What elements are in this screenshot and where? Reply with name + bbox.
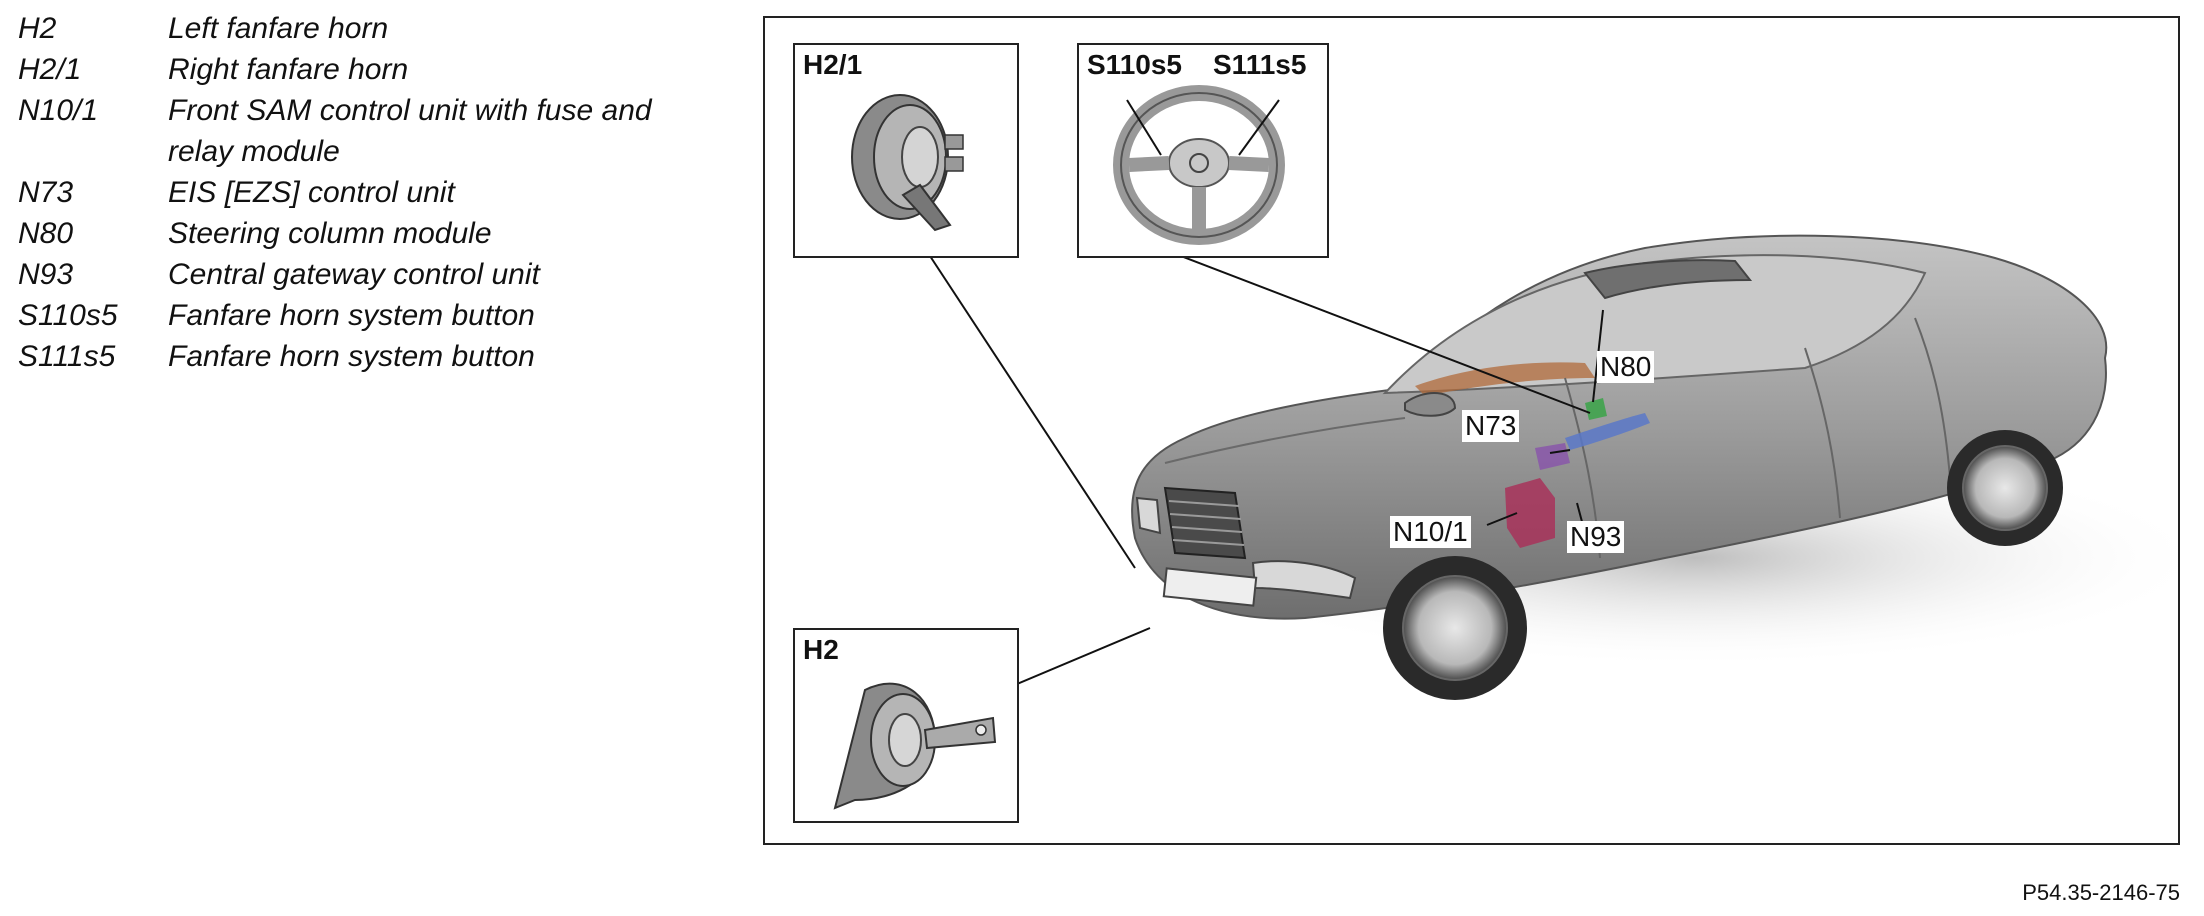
legend-code: N80: [18, 217, 74, 250]
leader-lines: [929, 247, 1604, 709]
callout-n73: N73: [1462, 410, 1520, 442]
left-headlight: [1251, 560, 1357, 600]
legend-desc: Left fanfare horn: [168, 12, 389, 45]
legend-desc: Central gateway control unit: [168, 258, 540, 291]
inset-right-fanfare-horn: H2/1: [793, 43, 1019, 258]
legend-code: S110s5: [18, 299, 118, 332]
inset-steering-wheel-buttons: S110s5 S111s5: [1077, 43, 1329, 258]
figure-id: P54.35-2146-75: [2022, 880, 2180, 905]
inset-title-s110s5: S110s5: [1087, 49, 1182, 80]
steering-wheel-icon: [1113, 85, 1285, 245]
legend-code: N10/1: [18, 94, 99, 127]
legend-row: H2 Left fanfare horn: [18, 8, 718, 49]
inset-title: H2/1: [803, 49, 863, 80]
legend-row: N10/1 Front SAM control unit with fuse a…: [18, 90, 718, 172]
legend-row: S110s5 Fanfare horn system button: [18, 295, 718, 336]
component-n93: [1565, 413, 1650, 450]
inset-left-fanfare-horn: H2: [793, 628, 1019, 823]
legend-code: H2/1: [18, 53, 82, 86]
component-n10-1: [1505, 478, 1555, 548]
legend-code: H2: [18, 12, 57, 45]
callout-n10-1: N10/1: [1390, 516, 1471, 548]
legend-desc: Right fanfare horn: [168, 53, 409, 86]
illustration-frame: H2/1 S110s5 S111s5 H2: [763, 16, 2180, 845]
legend-row: N73 EIS [EZS] control unit: [18, 172, 718, 213]
component-n80: [1585, 398, 1607, 420]
callout-n80: N80: [1597, 351, 1655, 383]
legend-desc: Front SAM control unit with fuse and rel…: [168, 94, 652, 168]
dashboard: [1415, 362, 1595, 396]
horn-icon: [833, 682, 997, 810]
right-headlight: [1135, 496, 1162, 535]
legend-code: S111s5: [18, 340, 116, 373]
inset-title: H2: [803, 634, 839, 665]
car-illustration: [929, 234, 2178, 709]
legend-code: N73: [18, 176, 74, 209]
legend: H2 Left fanfare horn H2/1 Right fanfare …: [18, 8, 718, 377]
legend-row: H2/1 Right fanfare horn: [18, 49, 718, 90]
legend-row: N80 Steering column module: [18, 213, 718, 254]
legend-code: N93: [18, 258, 74, 291]
horn-icon: [851, 94, 964, 232]
legend-desc: Fanfare horn system button: [168, 340, 535, 373]
side-mirror: [1404, 391, 1457, 417]
door-line: [1804, 347, 1841, 519]
legend-desc: Fanfare horn system button: [168, 299, 535, 332]
legend-desc: EIS [EZS] control unit: [168, 176, 455, 209]
inset-title-s111s5: S111s5: [1213, 49, 1307, 80]
legend-row: S111s5 Fanfare horn system button: [18, 336, 718, 377]
hood-line: [1164, 417, 1406, 464]
legend-desc: Steering column module: [168, 217, 492, 250]
door-line: [1914, 317, 1951, 479]
component-n73: [1535, 443, 1570, 470]
license-plate: [1162, 567, 1258, 607]
rear-rim: [1962, 445, 2048, 531]
sunroof: [1583, 259, 1753, 300]
front-rim: [1402, 575, 1508, 681]
grille-bars: [1168, 500, 1245, 546]
callout-n93: N93: [1567, 521, 1625, 553]
grille: [1163, 486, 1247, 560]
legend-row: N93 Central gateway control unit: [18, 254, 718, 295]
